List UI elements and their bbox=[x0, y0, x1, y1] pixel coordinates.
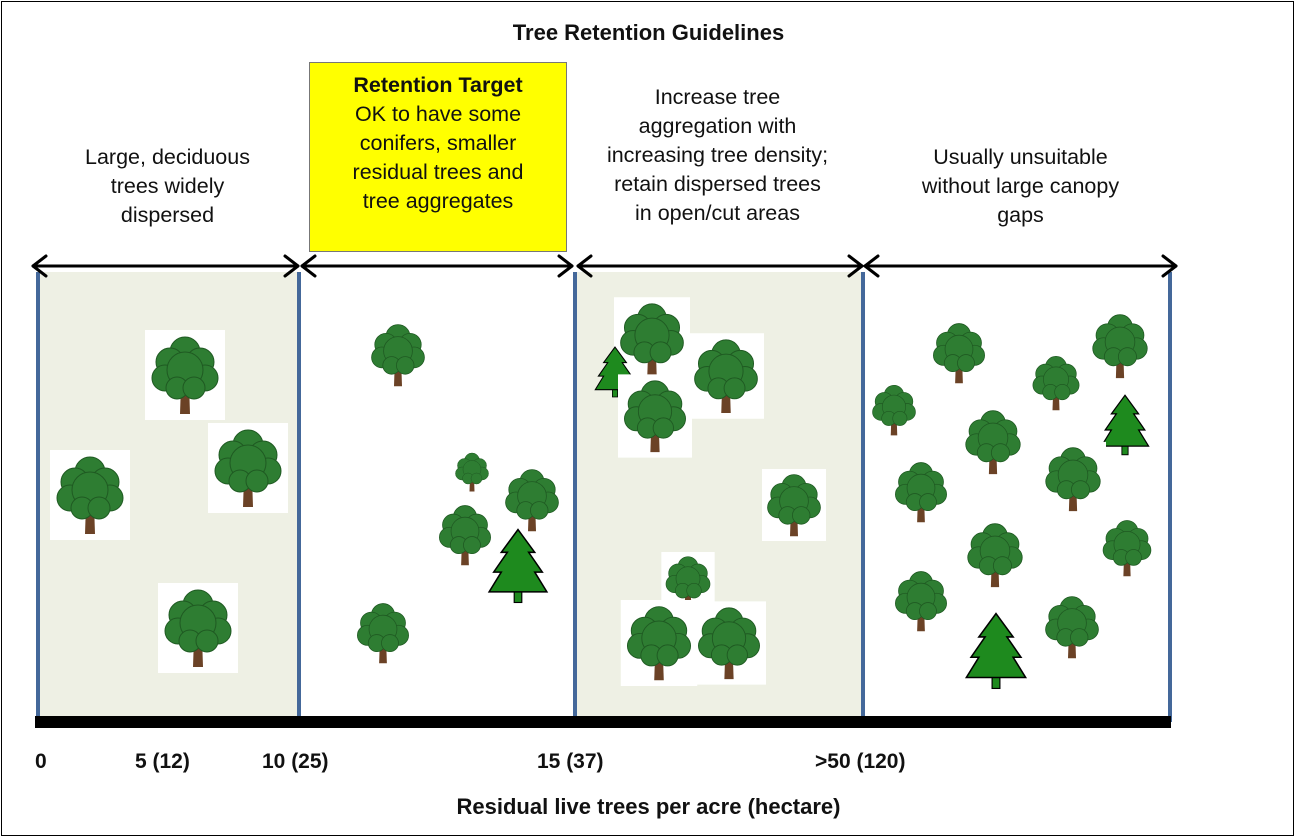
zone-2-line-2: conifers, smaller bbox=[359, 131, 517, 155]
zone-3-line-5: in open/cut areas bbox=[635, 201, 800, 225]
zone-4-line-1: Usually unsuitable bbox=[933, 145, 1108, 169]
deciduous-tree-icon bbox=[500, 462, 564, 538]
deciduous-tree-icon bbox=[1028, 350, 1084, 416]
deciduous-tree-icon bbox=[352, 596, 414, 670]
axis-tick-5: 5 (12) bbox=[135, 750, 190, 773]
zone-4-double-arrow-icon bbox=[863, 254, 1178, 278]
zone-3-double-arrow-icon bbox=[576, 254, 864, 278]
deciduous-tree-icon bbox=[1040, 589, 1104, 665]
axis-tick-50: >50 (120) bbox=[815, 750, 906, 773]
axis-tick-10: 10 (25) bbox=[262, 750, 329, 773]
deciduous-tree-icon bbox=[434, 498, 496, 572]
deciduous-tree-icon bbox=[620, 600, 698, 686]
retention-target-heading: Retention Target bbox=[353, 73, 523, 97]
deciduous-tree-icon bbox=[890, 455, 952, 529]
zone-3-line-1: Increase tree bbox=[654, 85, 781, 109]
zone-1-double-arrow-icon bbox=[31, 254, 300, 278]
deciduous-tree-icon bbox=[1040, 440, 1106, 518]
diagram-title: Tree Retention Guidelines bbox=[512, 20, 785, 45]
zone-3-caption: Increase tree aggregation with increasin… bbox=[570, 83, 865, 228]
deciduous-tree-icon bbox=[452, 448, 492, 496]
axis-tick-15: 15 (37) bbox=[537, 750, 604, 773]
zone-2-double-arrow-icon bbox=[300, 254, 574, 278]
deciduous-tree-icon bbox=[762, 467, 826, 543]
conifer-tree-icon bbox=[1100, 394, 1150, 456]
deciduous-tree-icon bbox=[890, 564, 952, 638]
deciduous-tree-icon bbox=[618, 373, 692, 459]
deciduous-tree-icon bbox=[960, 403, 1026, 481]
deciduous-tree-icon bbox=[928, 316, 990, 390]
zone-1-line-1: Large, deciduous bbox=[85, 145, 250, 169]
zone-3-line-2: aggregation with bbox=[638, 114, 797, 138]
zone-1-line-3: dispersed bbox=[120, 203, 215, 227]
deciduous-tree-icon bbox=[962, 516, 1028, 594]
deciduous-tree-icon bbox=[1098, 514, 1156, 582]
deciduous-tree-icon bbox=[208, 423, 288, 513]
deciduous-tree-icon bbox=[692, 600, 766, 686]
zone-2-line-3: residual trees and bbox=[352, 160, 524, 184]
zone-3-line-4: retain dispersed trees bbox=[614, 172, 821, 196]
zone-1-caption: Large, deciduous trees widely dispersed bbox=[35, 143, 300, 230]
axis-bar bbox=[35, 716, 1171, 728]
zone-4-line-3: gaps bbox=[997, 203, 1044, 227]
deciduous-tree-icon bbox=[145, 330, 225, 420]
zone-4-line-2: without large canopy bbox=[921, 174, 1120, 198]
retention-target-box: Retention Target OK to have some conifer… bbox=[309, 62, 567, 252]
deciduous-tree-icon bbox=[1087, 307, 1153, 385]
axis-tick-0: 0 bbox=[35, 750, 47, 773]
zone-2-line-4: tree aggregates bbox=[362, 189, 514, 213]
deciduous-tree-icon bbox=[158, 583, 238, 673]
conifer-tree-icon bbox=[965, 612, 1027, 690]
axis-label: Residual live trees per acre (hectare) bbox=[456, 794, 841, 819]
deciduous-tree-icon bbox=[688, 333, 764, 419]
conifer-tree-icon bbox=[488, 528, 548, 604]
deciduous-tree-icon bbox=[50, 450, 130, 540]
deciduous-tree-icon bbox=[366, 317, 430, 393]
zone-4-caption: Usually unsuitable without large canopy … bbox=[868, 143, 1173, 230]
zone-1-line-2: trees widely bbox=[110, 174, 225, 198]
deciduous-tree-icon bbox=[868, 379, 920, 441]
zone-3-line-3: increasing tree density; bbox=[606, 143, 829, 167]
zone-2-line-1: OK to have some bbox=[354, 102, 522, 126]
